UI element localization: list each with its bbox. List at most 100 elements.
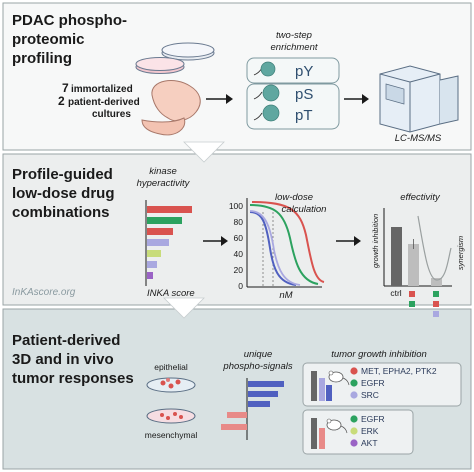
target-dot [350,415,358,423]
combination-marker [409,291,415,297]
target-dot [350,379,358,387]
tumor-cells-icon [146,377,196,393]
ytick-label: 100 [229,201,243,211]
tgi-bar [326,385,332,401]
signal-bar [227,412,247,418]
ytick-label: 20 [234,265,244,275]
target-label: AKT [361,438,378,448]
effectivity-bar [431,278,442,286]
calculation-label-line2: calculation [282,204,327,215]
target-label: EGFR [361,378,385,388]
section2-title-line1: Profile-guided [12,166,113,183]
immortalized-count: 7 [62,81,69,95]
ctrl-label: ctrl [390,288,401,298]
arrow-right-icon [336,236,361,246]
inka-bar-chart [145,200,192,286]
dose-curve-blue [249,211,297,286]
target-label: EGFR [361,414,385,424]
patient-count: 2 [58,94,65,108]
section1-title-line1: PDAC phospho- [12,12,127,29]
chevron-down-icon [183,141,225,163]
phospho-signal-chart [221,378,284,440]
tgi-label: tumor growth inhibition [331,349,427,360]
ytick-label: 80 [234,217,244,227]
target-label: MET, EPHA2, PTK2 [361,366,437,376]
arrow-right-icon [206,94,233,104]
dose-unit-label: nM [279,290,292,301]
target-label: ERK [361,426,379,436]
phospho-site-pS: pS [295,86,313,103]
pancreas-icon [141,79,201,136]
tgi-bar-ctrl [311,371,317,401]
section1-title-line3: profiling [12,50,72,67]
cultures-label: cultures [92,109,131,120]
dose-curve-lavender [249,210,301,286]
enrichment-label-line2: enrichment [271,42,318,53]
section1-title-line2: proteomic [12,31,85,48]
combination-marker [433,291,439,297]
dose-curve-red [251,201,325,283]
combination-marker [433,311,439,317]
tgi-bar [319,378,325,401]
effectivity-bar [408,244,419,286]
inka-bar [147,217,182,224]
synergism-label: synergism [456,236,465,270]
inka-bar [147,272,153,279]
instrument-label: LC-MS/MS [395,133,442,144]
inka-bar [147,228,173,235]
section3-title-line3: tumor responses [12,370,134,387]
dose-curve-green [249,204,319,285]
target-dot [350,367,358,375]
calculation-label-line1: low-dose [275,192,313,203]
effectivity-label: effectivity [400,192,441,203]
enrichment-box-pY: pY [246,57,340,84]
target-dot [350,439,358,447]
phospho-site-pY: pY [295,63,313,80]
petri-dish-icon [135,42,215,74]
tgi-bar-ctrl [311,418,317,449]
ytick-label: 60 [234,233,244,243]
hyperactivity-label-line1: kinase [149,166,176,177]
section2-title-line2: low-dose drug [12,185,115,202]
ytick-label: 40 [234,249,244,259]
phospho-site-pT: pT [295,107,313,124]
hyperactivity-label-line2: hyperactivity [137,178,191,189]
section3-title-line2: 3D and in vivo [12,351,114,368]
effectivity-chart [383,208,452,287]
target-dot [350,391,358,399]
combination-marker [433,301,439,307]
growth-inhibition-label: growth inhibition [371,214,380,268]
mouse-icon [328,370,350,386]
tgi-box-epithelial: MET, EPHA2, PTK2 EGFR SRC [302,362,462,407]
inka-bar [147,206,192,213]
ytick-label: 0 [238,281,243,291]
mass-spec-instrument-icon [379,65,459,133]
dose-response-chart: 100 80 60 40 20 0 [229,198,325,291]
signal-bar [248,381,284,387]
mouse-icon [326,418,348,434]
mesenchymal-label: mesenchymal [145,430,198,440]
combination-marker [409,301,415,307]
target-dot [350,427,358,435]
chevron-down-icon [163,297,205,319]
synergism-curve [417,215,452,281]
signal-bar [221,424,247,430]
inka-bar [147,261,157,268]
signals-label-line1: unique [244,349,273,360]
arrow-right-icon [203,236,228,246]
signal-bar [248,401,270,407]
inka-bar [147,250,161,257]
tumor-cells-icon [146,408,196,424]
tgi-box-mesenchymal: EGFR ERK AKT [302,409,414,455]
effectivity-bar-ctrl [391,227,402,286]
inka-score-label: INKA score [147,288,195,299]
section3-title-line1: Patient-derived [12,332,120,349]
inka-bar [147,239,169,246]
patient-label: patient-derived [68,97,140,108]
enrichment-label-line1: two-step [276,30,312,41]
signal-bar [248,391,278,397]
signals-label-line2: phospho-signals [222,361,292,372]
tgi-bar [319,428,325,449]
target-label: SRC [361,390,379,400]
